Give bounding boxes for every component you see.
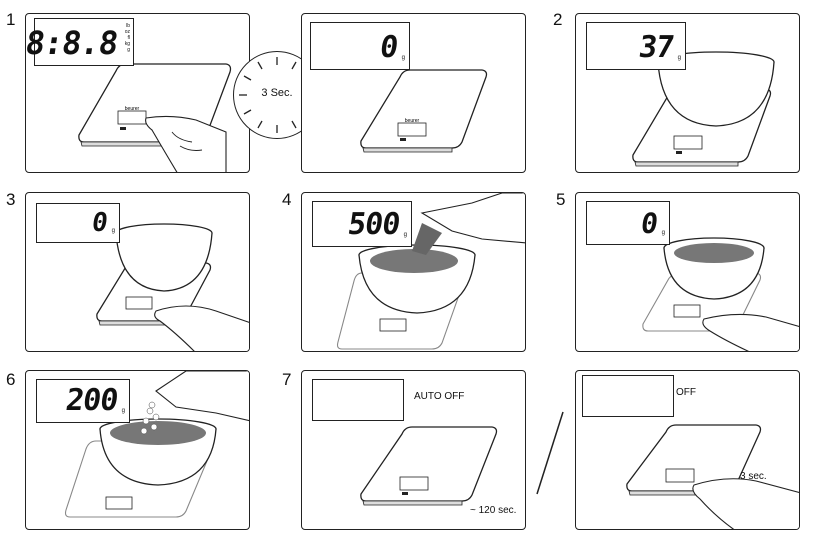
lcd-display: 18:8:8.8 lb oz fl kg g [26,18,134,66]
step-number-5: 5 [556,190,566,209]
unit-list: lb oz fl kg g [125,23,130,53]
auto-off-label: AUTO OFF [414,391,465,402]
svg-text:beurer: beurer [405,118,420,124]
lcd-display: 0 g [36,203,120,243]
lcd-reading: 37 [636,30,676,65]
off-label: OFF [676,387,696,398]
step-number-4: 4 [282,190,292,209]
unit-fl: fl [127,35,131,41]
panel-step7-auto-off: AUTO OFF ~ 120 sec. [301,370,526,530]
timer-label: 3 Sec. [261,87,293,99]
lcd-display: 500 g [312,201,412,247]
off-time: 3 sec. [740,471,767,482]
unit-oz: oz [124,29,130,35]
panel-step5-tare-again: 0 g [575,192,800,352]
lcd-display: 37 g [586,22,686,70]
panel-step2-bowl: 37 g [575,13,800,173]
svg-text:beurer: beurer [125,106,140,112]
panel-step7-manual-off: OFF 3 sec. [575,370,800,530]
unit-g: g [121,408,125,414]
step-number-6: 6 [6,370,16,389]
panel-step1-power-on: beurer 18:8:8.8 lb oz fl kg g [25,13,250,173]
lcd-display: 0 g [586,201,670,245]
divider-slash [536,411,564,495]
scale-illustration [626,424,799,529]
step-number-1: 1 [6,10,16,29]
unit-g: g [661,230,665,236]
lcd-reading: 500 [345,207,402,242]
step-number-2: 2 [553,10,563,29]
unit-kg: kg [124,41,130,47]
unit-g: g [127,47,130,53]
lcd-display-blank [582,375,674,417]
auto-off-time: ~ 120 sec. [470,505,517,516]
lcd-display: 0 g [310,22,410,70]
lcd-display: 200 g [36,379,130,423]
lcd-reading: 0 [90,208,110,238]
lcd-reading: 200 [63,383,120,418]
step-number-7: 7 [282,370,292,389]
scale-illustration [64,371,249,518]
panel-step4-add-ingredient: 500 g [301,192,526,352]
lcd-display-blank [312,379,404,421]
scale-illustration: beurer [78,63,232,172]
unit-g: g [403,232,407,238]
unit-lb: lb [126,23,130,29]
scale-illustration [336,193,525,350]
panel-step1-zero: beurer 0 g [301,13,526,173]
scale-illustration [642,237,799,351]
unit-g: g [401,55,405,61]
scale-illustration [360,426,498,506]
lcd-all-segments: 18:8:8.8 [25,24,120,62]
panel-step3-tare: 0 g [25,192,250,352]
scale-illustration [632,51,775,167]
unit-g: g [111,228,115,234]
step-number-3: 3 [6,190,16,209]
scale-illustration: beurer [360,69,488,153]
lcd-reading: 0 [638,207,660,240]
unit-g: g [677,55,681,61]
panel-step6-add-more: 200 g [25,370,250,530]
scale-illustration [96,223,249,351]
lcd-reading: 0 [377,30,400,65]
